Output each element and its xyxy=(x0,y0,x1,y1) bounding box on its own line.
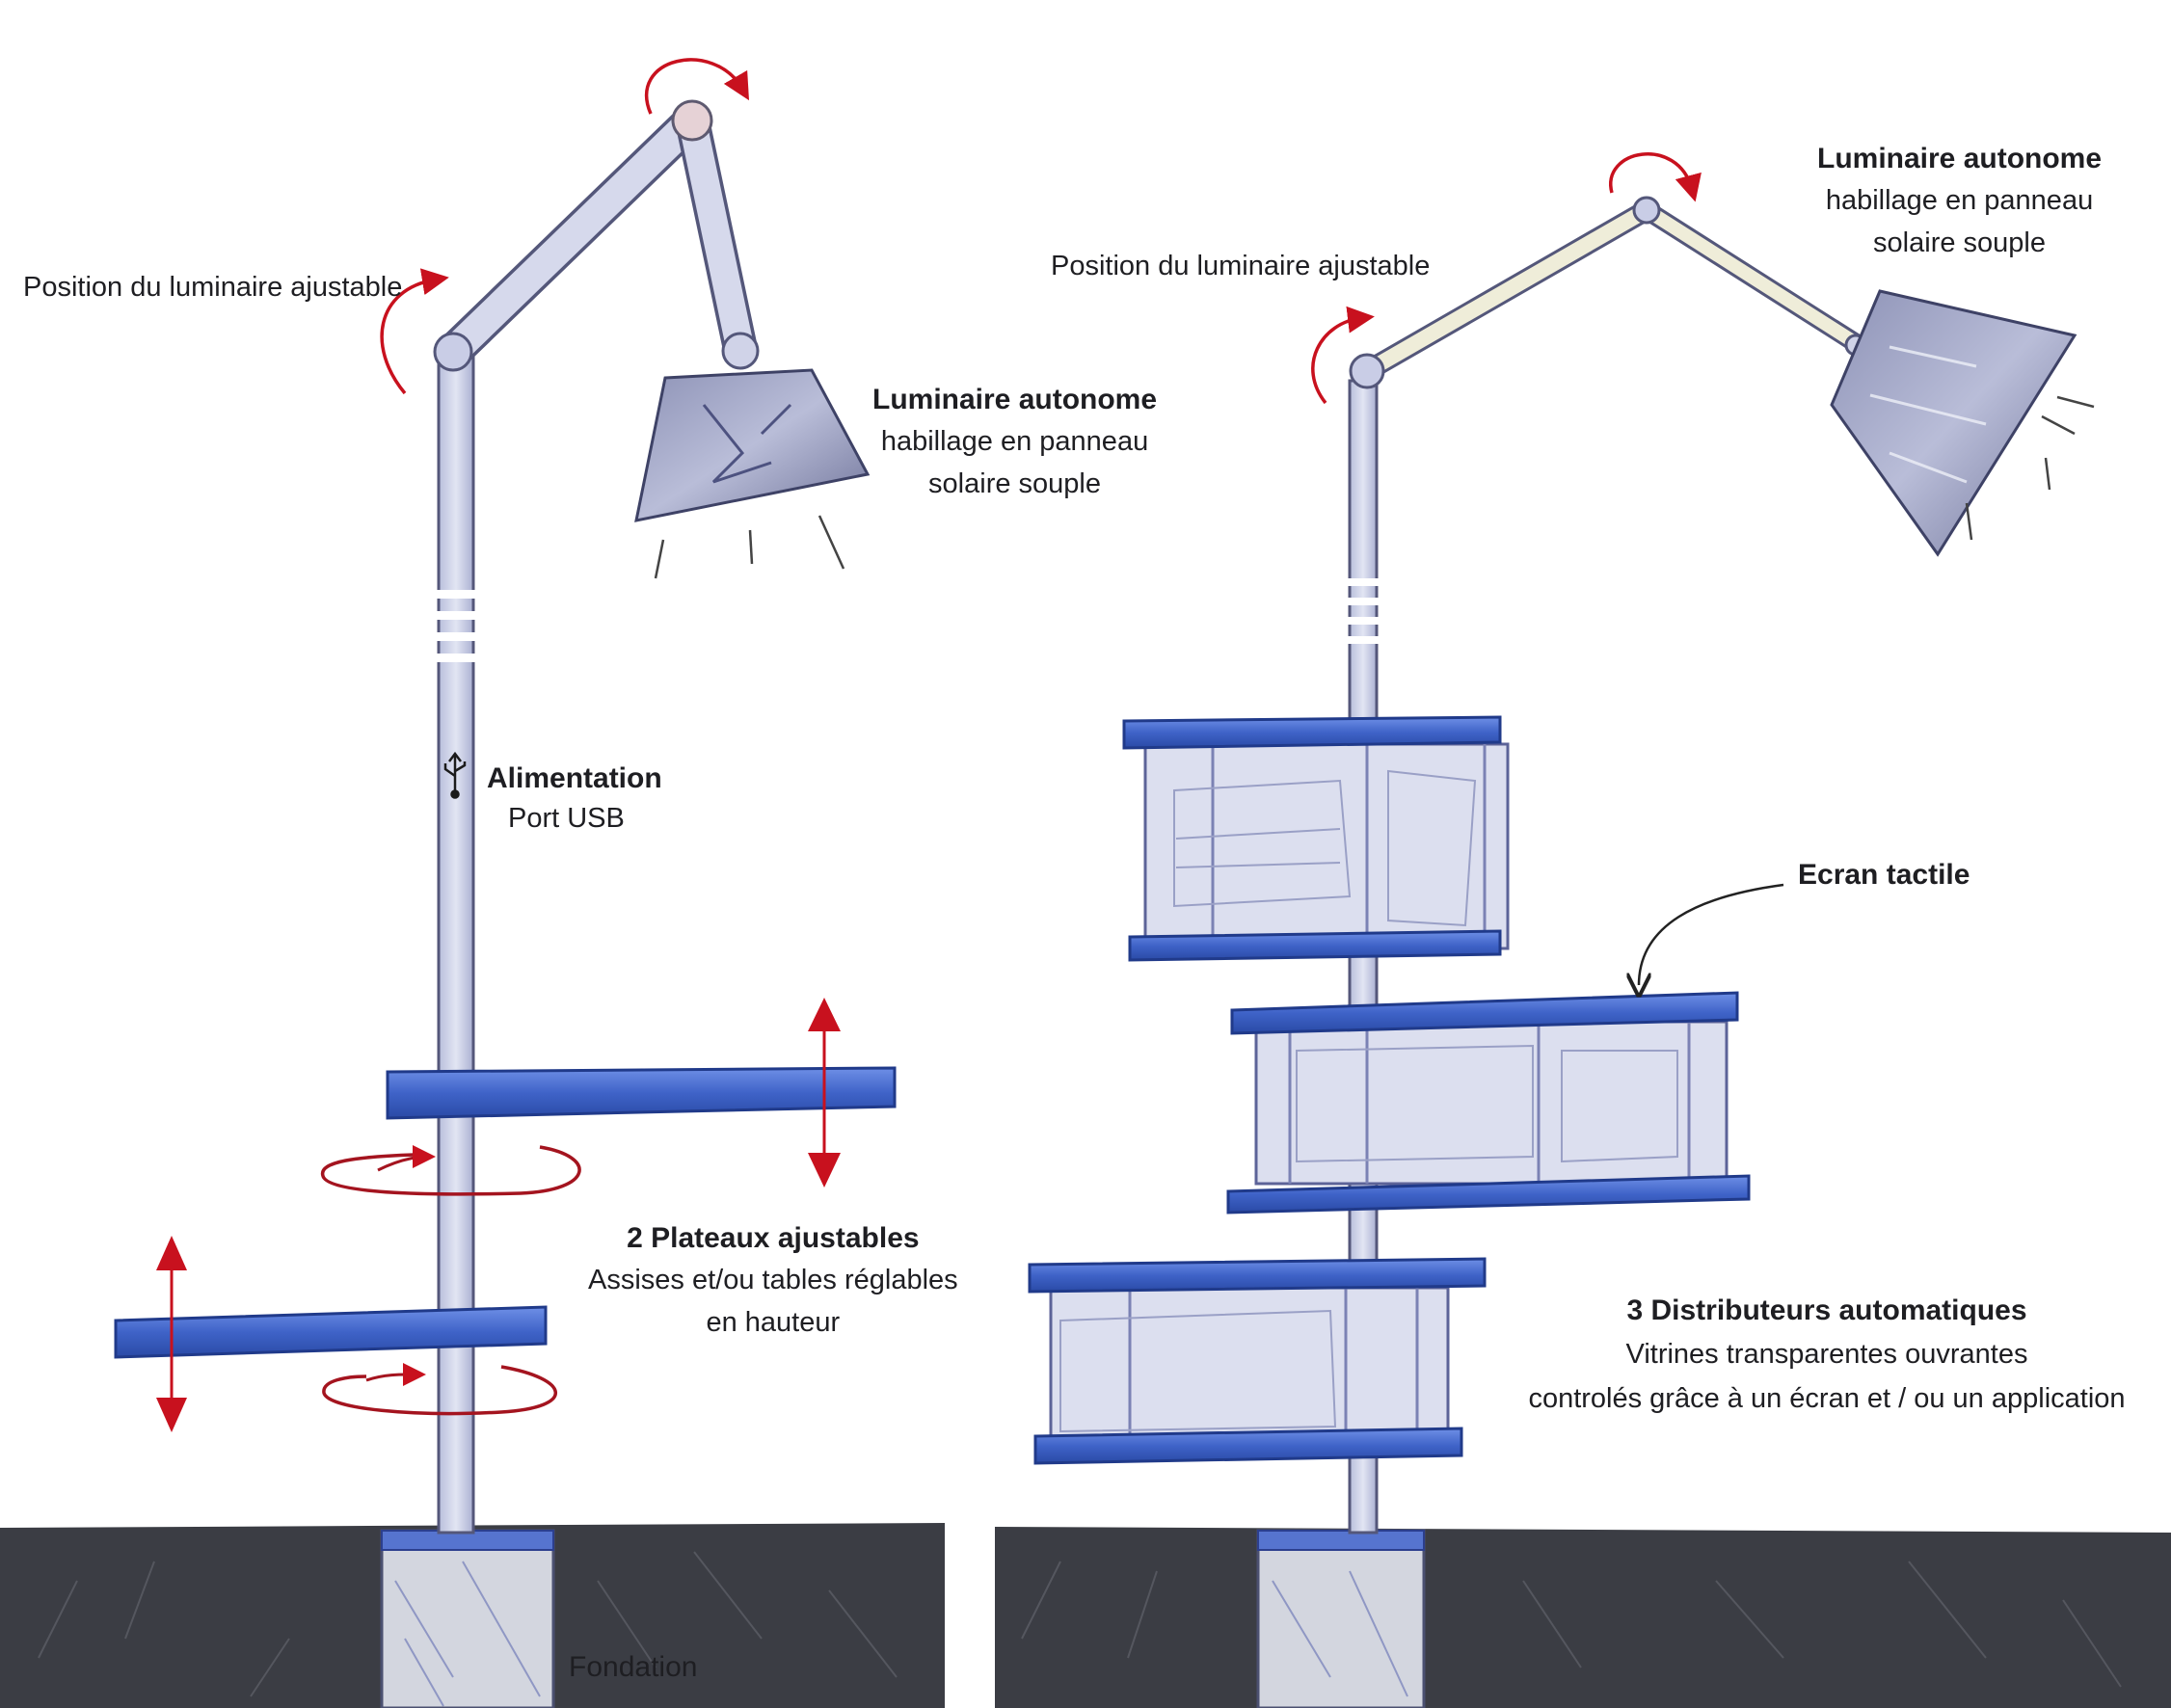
right-rotation-arrow-top xyxy=(1609,152,1702,202)
right-luminaire-title: Luminaire autonome xyxy=(1817,143,2103,174)
ecran-tactile-title: Ecran tactile xyxy=(1798,859,1970,891)
plateaux-title: 2 Plateaux ajustables xyxy=(627,1222,920,1254)
left-luminaire-label: Luminaire autonome habillage en panneau … xyxy=(872,381,1157,502)
alimentation-title: Alimentation xyxy=(487,762,662,794)
left-tray-lower xyxy=(114,1305,548,1359)
left-joint-top xyxy=(671,99,713,142)
plateaux-label: 2 Plateaux ajustables Assises et/ou tabl… xyxy=(588,1219,958,1341)
left-tray-upper xyxy=(386,1066,897,1120)
alimentation-sub: Port USB xyxy=(508,803,625,834)
left-joint-shade xyxy=(721,332,760,370)
left-height-arrow-lower xyxy=(156,1236,187,1432)
left-rotation-arrow-top xyxy=(644,58,750,115)
alimentation-label: Alimentation Port USB xyxy=(487,760,662,838)
left-rotation-arrow-base xyxy=(380,268,449,395)
dispenser-bottom xyxy=(1028,1257,1487,1465)
right-position-label: Position du luminaire ajustable xyxy=(1051,251,1431,281)
right-telescopic-marks xyxy=(1347,578,1380,644)
left-luminaire-title: Luminaire autonome xyxy=(872,384,1158,415)
left-panel xyxy=(0,58,945,1708)
left-foundation xyxy=(380,1529,555,1708)
ecran-tactile-label: Ecran tactile xyxy=(1798,856,1970,894)
left-pole xyxy=(437,353,475,1535)
right-luminaire-line2: solaire souple xyxy=(1873,227,2046,258)
dispenser-top xyxy=(1122,715,1510,962)
distributeurs-title: 3 Distributeurs automatiques xyxy=(1626,1294,2027,1326)
right-panel xyxy=(995,152,2171,1708)
left-light-rays xyxy=(654,515,845,579)
usb-icon xyxy=(443,751,467,799)
distributeurs-line2: controlés grâce à un écran et / ou un ap… xyxy=(1528,1382,2126,1414)
left-joint-base xyxy=(433,332,473,372)
left-height-arrow-upper xyxy=(808,998,841,1188)
fondation-label: Fondation xyxy=(569,1651,698,1683)
right-ground xyxy=(995,1527,2171,1708)
left-luminaire-line1: habillage en panneau xyxy=(880,426,1149,457)
left-position-label: Position du luminaire ajustable xyxy=(23,272,403,303)
right-joint-top xyxy=(1632,196,1661,225)
right-ground-texture xyxy=(1021,1561,2122,1688)
distributeurs-line1: Vitrines transparentes ouvrantes xyxy=(1625,1339,2028,1370)
right-luminaire-line1: habillage en panneau xyxy=(1825,185,2094,216)
plateaux-line2: en hauteur xyxy=(706,1306,841,1338)
plateaux-line1: Assises et/ou tables réglables xyxy=(588,1265,958,1295)
right-lamp-shade xyxy=(1830,289,2077,557)
left-rotation-arrow-tray-upper xyxy=(320,1145,581,1196)
right-luminaire-label: Luminaire autonome habillage en panneau … xyxy=(1817,140,2102,261)
left-lamp-shade xyxy=(634,368,871,522)
right-joint-base xyxy=(1349,353,1385,389)
left-ground-texture xyxy=(38,1551,898,1697)
right-foundation xyxy=(1256,1529,1426,1708)
left-rotation-arrow-tray-lower xyxy=(322,1365,557,1416)
right-rotation-arrow-base xyxy=(1311,306,1375,405)
dispenser-middle xyxy=(1226,991,1751,1214)
left-luminaire-line2: solaire souple xyxy=(928,467,1101,499)
left-telescopic-marks xyxy=(436,590,476,662)
distributeurs-label: 3 Distributeurs automatiques Vitrines tr… xyxy=(1518,1292,2135,1417)
touch-screen-pointer-arrow xyxy=(1639,883,1784,985)
right-light-rays xyxy=(1965,395,2095,541)
